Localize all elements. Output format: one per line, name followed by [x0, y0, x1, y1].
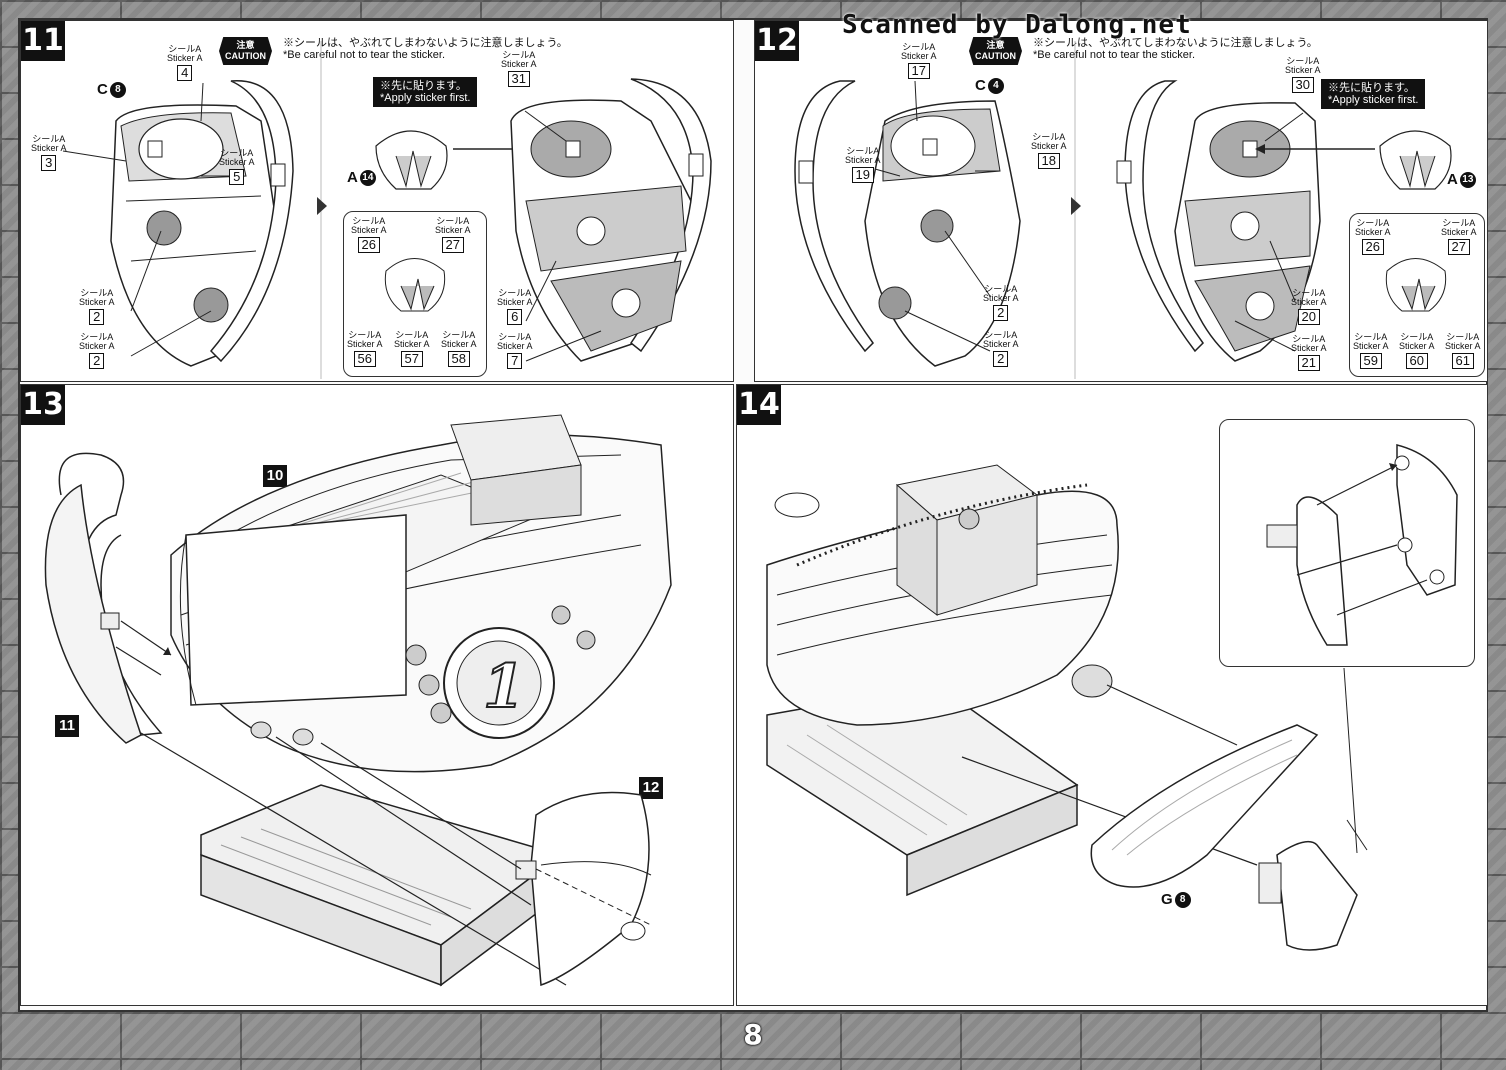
- step-arrow: [1071, 197, 1081, 215]
- step-11-panel: 11 注意 CAUTION ※シールは、やぶれてしまわないように注意しましょう。…: [20, 20, 734, 382]
- svg-text:1: 1: [483, 652, 525, 722]
- caution-jp: 注意: [236, 40, 255, 50]
- apply-first-jp: ※先に貼ります。: [380, 80, 467, 92]
- ref-step-10-tag: 10: [263, 465, 287, 487]
- watermark: Scanned by Dalong.net: [842, 10, 1192, 40]
- step-14-panel: 14 G10 G9 G8: [736, 384, 1488, 1006]
- ship-stern-assembly-illustration: 1: [44, 414, 672, 987]
- part-letter: C: [97, 81, 108, 98]
- shield-pair-illustration: [794, 41, 1452, 379]
- ref-step-11-tag: 11: [55, 715, 79, 737]
- caution-badge: 注意 CAUTION: [219, 37, 272, 65]
- apply-first-tag: ※先に貼ります。 *Apply sticker first.: [373, 77, 478, 107]
- step-number: 14: [737, 385, 781, 425]
- apply-first-en: *Apply sticker first.: [380, 92, 471, 104]
- apply-first-tag: ※先に貼ります。*Apply sticker first.: [1321, 79, 1426, 109]
- part-number-circle: 14: [359, 170, 376, 187]
- step-number: 12: [755, 21, 799, 61]
- ship-rudder-assembly-illustration: [766, 444, 1458, 951]
- step-13-panel: 13 10 11 12 1: [20, 384, 734, 1006]
- part-letter: A: [347, 169, 358, 186]
- shield-left-illustration: [62, 41, 712, 379]
- part-a13-detail: [1385, 258, 1447, 312]
- part-a14-detail: [384, 258, 446, 312]
- page-number: 8: [743, 1018, 763, 1051]
- caution-note-en: *Be careful not to tear the sticker.: [283, 49, 446, 61]
- step-number: 13: [21, 385, 65, 425]
- caution-en: CAUTION: [225, 51, 266, 61]
- ref-step-12-tag: 12: [639, 777, 663, 799]
- step-number: 11: [21, 21, 65, 61]
- caution-note-jp: ※シールは、やぶれてしまわないように注意しましょう。: [283, 37, 568, 49]
- caution-note: ※シールは、やぶれてしまわないように注意しましょう。*Be careful no…: [1033, 37, 1318, 61]
- step-arrow: [317, 197, 327, 215]
- caution-note: ※シールは、やぶれてしまわないように注意しましょう。 *Be careful n…: [283, 37, 568, 61]
- instruction-sheet: 11 注意 CAUTION ※シールは、やぶれてしまわないように注意しましょう。…: [20, 20, 1488, 1010]
- part-number-circle: 8: [109, 82, 126, 99]
